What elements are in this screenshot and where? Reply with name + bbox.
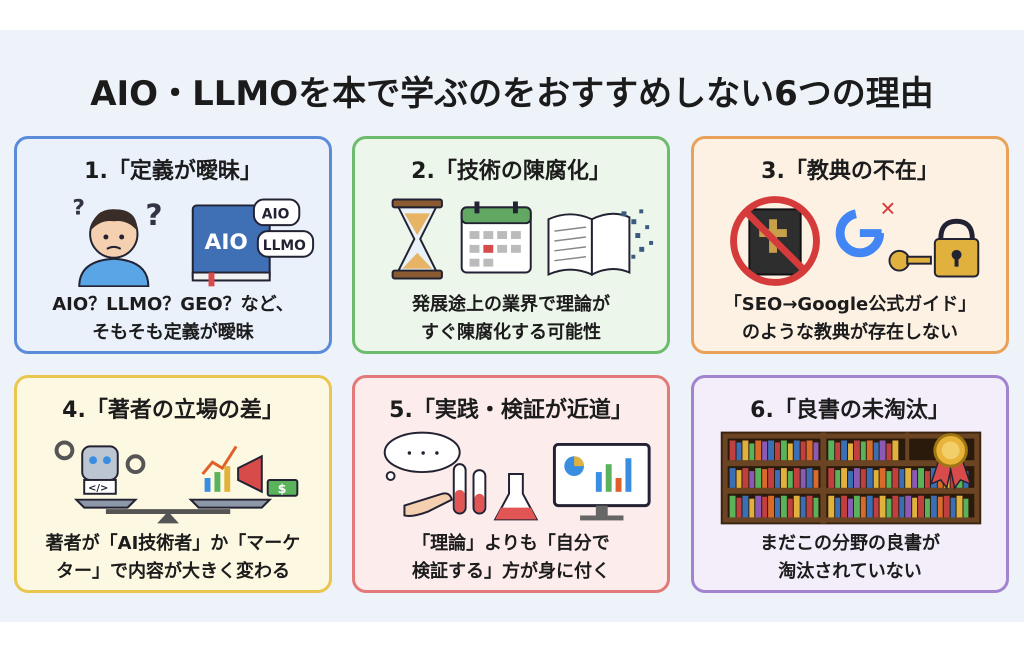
thought-bubble-icon: ・・・ bbox=[383, 431, 461, 481]
card-description: 発展途上の業界で理論が すぐ陳腐化する可能性 bbox=[359, 291, 663, 347]
reason-card-1: 1.「定義が曖昧」 ? ? AIO AIO LLMO bbox=[14, 136, 332, 354]
balance-scale-icon bbox=[73, 498, 273, 524]
experiment-illustration: ・・・ bbox=[363, 428, 659, 526]
bookshelf-illustration bbox=[702, 428, 998, 526]
description-line: 発展途上の業界で理論が bbox=[412, 294, 610, 315]
aio-bubble-label: AIO bbox=[262, 206, 290, 222]
reason-card-5: 5.「実践・検証が近道」 ・・・ bbox=[352, 375, 670, 593]
prohibited-bible-icon bbox=[730, 196, 820, 286]
description-line: すぐ陳腐化する可能性 bbox=[421, 322, 601, 343]
bubble-dots: ・・・ bbox=[402, 446, 443, 462]
calendar-icon bbox=[460, 201, 532, 274]
award-medal-icon bbox=[929, 433, 972, 490]
aio-book-icon: AIO AIO LLMO bbox=[191, 198, 315, 287]
monitor-chart-icon bbox=[552, 442, 651, 521]
hourglass-icon bbox=[391, 198, 443, 280]
card-description: 「SEO→Google公式ガイド」 のような教典が存在しない bbox=[698, 291, 1002, 347]
key-lock-icon bbox=[888, 218, 980, 278]
robot-gears-icon: </> bbox=[54, 440, 146, 495]
obsolescence-illustration bbox=[363, 189, 659, 287]
card-heading: 3.「教典の不在」 bbox=[761, 159, 939, 184]
svg-text:?: ? bbox=[145, 198, 162, 232]
card-heading: 1.「定義が曖昧」 bbox=[84, 159, 262, 184]
google-icon: G ✕ bbox=[835, 197, 897, 283]
money-symbol: $ bbox=[278, 482, 287, 497]
description-line: ター」で内容が大きく変わる bbox=[56, 561, 290, 582]
reason-card-6: 6.「良書の未淘汰」 bbox=[691, 375, 1009, 593]
x-mark: ✕ bbox=[880, 197, 897, 220]
description-line: 検証する」方が身に付く bbox=[412, 561, 610, 582]
card-heading: 5.「実践・検証が近道」 bbox=[389, 398, 633, 423]
llmo-bubble-label: LLMO bbox=[263, 238, 306, 254]
reason-card-4: 4.「著者の立場の差」 </> $ bbox=[14, 375, 332, 593]
confused-person-book-illustration: ? ? AIO AIO LLMO bbox=[25, 189, 321, 287]
card-heading: 4.「著者の立場の差」 bbox=[62, 398, 284, 423]
description-line: 「SEO→Google公式ガイド」 bbox=[723, 294, 977, 315]
marketing-icon: $ bbox=[201, 445, 299, 497]
no-canon-illustration: G ✕ bbox=[702, 189, 998, 287]
reason-card-3: 3.「教典の不在」 G ✕ 「SEO→G bbox=[691, 136, 1009, 354]
card-description: AIO？LLMO？GEO？など、 そもそも定義が曖昧 bbox=[21, 291, 325, 347]
card-description: 「理論」よりも「自分で 検証する」方が身に付く bbox=[359, 530, 663, 586]
card-description: 著者が「AI技術者」か「マーケ ター」で内容が大きく変わる bbox=[21, 530, 325, 586]
card-heading: 6.「良書の未淘汰」 bbox=[750, 398, 950, 423]
flask-icon bbox=[493, 473, 539, 521]
reason-card-2: 2.「技術の陳腐化」 bbox=[352, 136, 670, 354]
aio-book-label: AIO bbox=[205, 230, 248, 255]
scale-illustration: </> $ bbox=[25, 428, 321, 526]
description-line: AIO？LLMO？GEO？など、 bbox=[52, 294, 294, 315]
hand-test-tube-icon bbox=[403, 463, 487, 517]
description-line: のような教典が存在しない bbox=[742, 322, 958, 343]
description-line: まだこの分野の良書が bbox=[760, 533, 940, 554]
confused-person-icon: ? ? bbox=[72, 195, 163, 287]
google-letter: G bbox=[848, 281, 849, 283]
description-line: 淘汰されていない bbox=[778, 561, 922, 582]
description-line: 「理論」よりも「自分で bbox=[412, 533, 610, 554]
svg-text:?: ? bbox=[72, 195, 85, 220]
code-symbol: </> bbox=[88, 483, 108, 494]
dissolving-book-icon bbox=[547, 209, 654, 277]
description-line: 著者が「AI技術者」か「マーケ bbox=[45, 533, 301, 554]
description-line: そもそも定義が曖昧 bbox=[92, 322, 254, 343]
card-description: まだこの分野の良書が 淘汰されていない bbox=[698, 530, 1002, 586]
page-title: AIO・LLMOを本で学ぶのをおすすめしない6つの理由 bbox=[90, 74, 934, 114]
card-heading: 2.「技術の陳腐化」 bbox=[411, 159, 611, 184]
